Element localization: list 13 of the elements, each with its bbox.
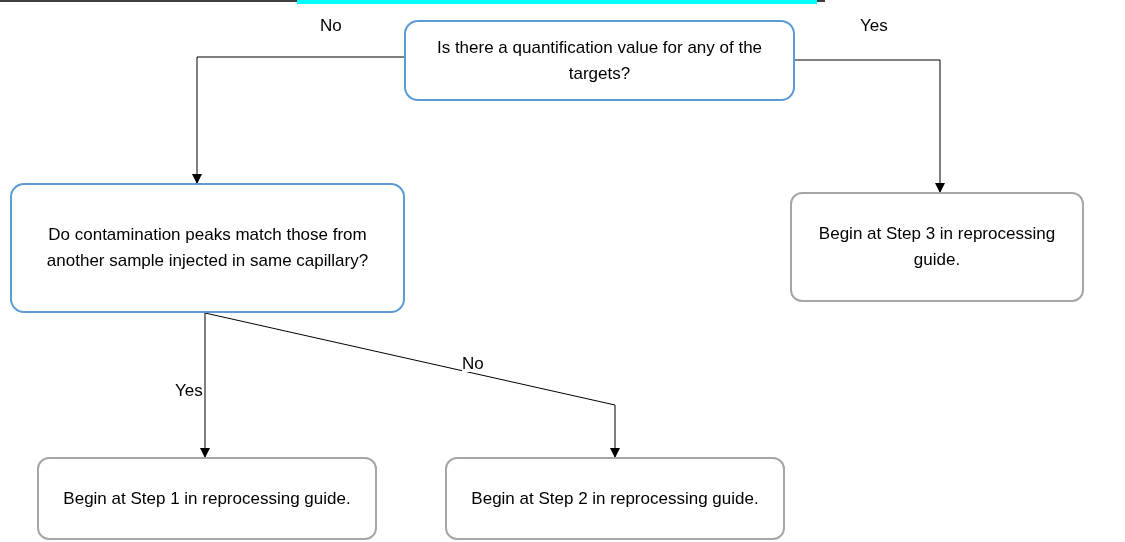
process-box: Begin at Step 2 in reprocessing guide. — [445, 457, 785, 540]
arrow — [192, 56, 405, 184]
edge-label: Yes — [175, 382, 203, 399]
arrow — [200, 312, 210, 458]
arrow — [794, 59, 945, 193]
decision-box: Is there a quantification value for any of the targets? — [404, 20, 795, 101]
process-box: Begin at Step 3 in reprocessing guide. — [790, 192, 1084, 302]
process-box: Begin at Step 1 in reprocessing guide. — [37, 457, 377, 540]
edge-label: Yes — [860, 17, 888, 34]
edge-label: No — [462, 355, 484, 372]
arrow — [204, 312, 620, 458]
decision-box: Do contamination peaks match those from another sample injected in same capillary? — [10, 183, 405, 313]
edge-label: No — [320, 17, 342, 34]
